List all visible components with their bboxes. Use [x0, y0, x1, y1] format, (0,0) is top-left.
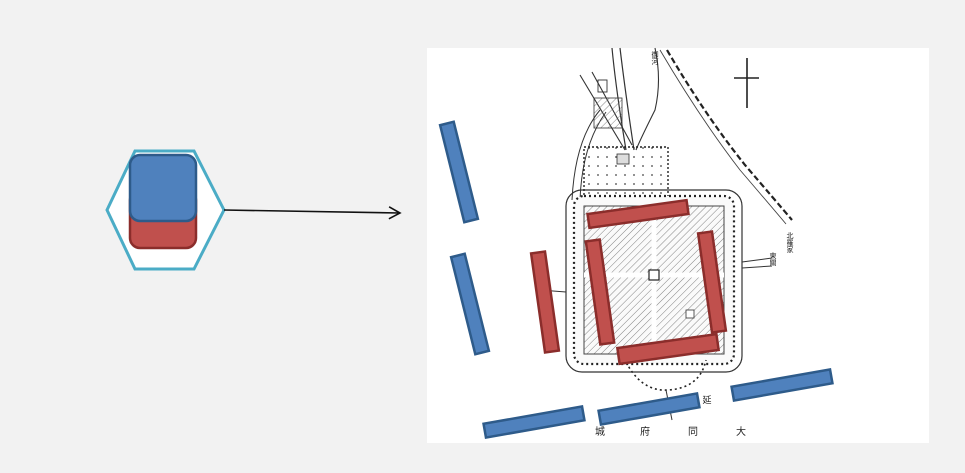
map-label-right-2: 東關: [769, 251, 777, 267]
road-line: [619, 47, 635, 151]
small-building: [685, 309, 695, 319]
small-building: [597, 79, 608, 93]
red-wall-block: [586, 198, 690, 230]
blue-wall-block: [438, 120, 480, 224]
north-compass-icon: [734, 58, 759, 108]
blue-wall-block: [482, 404, 586, 440]
blue-wall-block: [449, 252, 491, 356]
blue-blocks: [438, 120, 834, 440]
legend-icon-group: [105, 149, 226, 271]
railway-line: [666, 49, 793, 221]
map-label-bottom-1: 大: [736, 425, 746, 438]
road-line: [741, 265, 773, 269]
blue-wall-block: [597, 391, 701, 427]
central-drum-tower: [648, 269, 660, 281]
red-wall-block: [584, 238, 616, 346]
southern-suburb: [623, 357, 707, 391]
road-line: [611, 47, 627, 151]
red-wall-block: [615, 332, 721, 366]
map-label-gate: 延: [702, 394, 711, 406]
red-wall-block: [696, 230, 728, 334]
hatched-block: [593, 97, 623, 129]
outer-moat: [565, 189, 743, 373]
map-label-bottom-2: 同: [688, 426, 698, 438]
blue-block-icon: [128, 153, 198, 223]
blue-wall-block: [730, 367, 834, 403]
map-label-top: 御河: [651, 50, 659, 65]
road-line: [659, 49, 787, 225]
small-building: [616, 153, 630, 165]
red-wall-block: [529, 250, 561, 354]
road-line: [741, 257, 773, 263]
map-label-bottom-3: 府: [640, 425, 650, 438]
map-label-right-1: 北羅家: [786, 232, 794, 253]
map-label-bottom-4: 城: [595, 426, 605, 438]
road-line: [635, 47, 660, 151]
historical-map: 大 同 府 城 御河 延 北羅家 東關: [427, 47, 929, 443]
pointer-arrow: [223, 206, 402, 220]
